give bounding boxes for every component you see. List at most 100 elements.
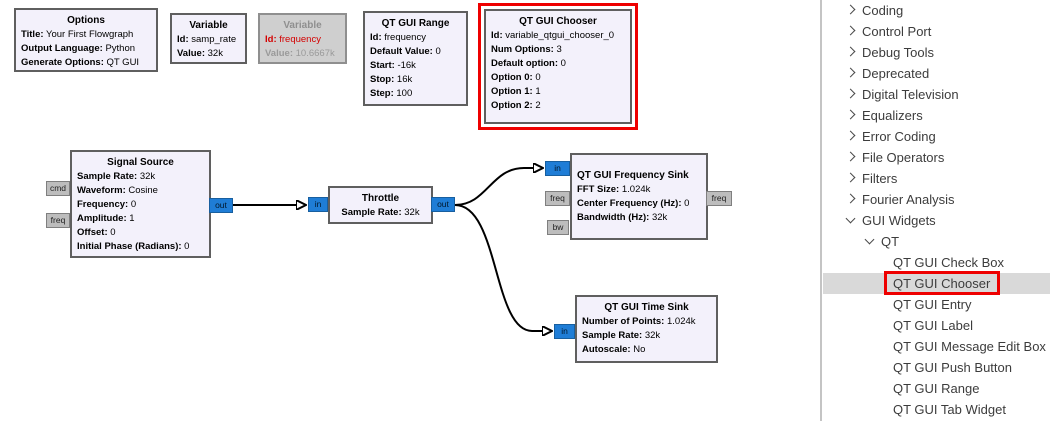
param-start: Start: -16k — [370, 60, 416, 71]
chevron-right-icon[interactable] — [845, 193, 858, 206]
library-item-qt-gui-label[interactable]: QT GUI Label — [823, 315, 1050, 336]
chevron-right-icon[interactable] — [845, 151, 858, 164]
library-item-label: Digital Television — [862, 87, 959, 102]
library-item-gui-widgets[interactable]: GUI Widgets — [823, 210, 1050, 231]
library-item-label: Filters — [862, 171, 898, 186]
block-qtgui-range[interactable]: QT GUI Range Id: frequency Default Value… — [363, 11, 468, 106]
library-item-filters[interactable]: Filters — [823, 168, 1050, 189]
param-autoscale: Autoscale: No — [582, 344, 646, 355]
connection-throttle-to-time-sink[interactable] — [454, 204, 542, 331]
port-throttle-out[interactable]: out — [431, 197, 455, 212]
param-number-of-points: Number of Points: 1.024k — [582, 316, 696, 327]
param-offset: Offset: 0 — [77, 227, 116, 238]
panel-splitter[interactable] — [820, 0, 822, 421]
param-value: Value: 10.6667k — [265, 48, 335, 59]
block-signal-source[interactable]: Signal Source Sample Rate: 32k Waveform:… — [70, 150, 211, 258]
library-item-qt-gui-entry[interactable]: QT GUI Entry — [823, 294, 1050, 315]
param-title: Title: Your First Flowgraph — [21, 29, 134, 40]
library-item-qt-gui-push-button[interactable]: QT GUI Push Button — [823, 357, 1050, 378]
library-item-label: Equalizers — [862, 108, 923, 123]
chevron-down-icon[interactable] — [845, 214, 858, 227]
chevron-right-icon[interactable] — [845, 130, 858, 143]
library-item-label: Deprecated — [862, 66, 930, 81]
library-item-qt-gui-tab-widget[interactable]: QT GUI Tab Widget — [823, 399, 1050, 420]
port-time-sink-in[interactable]: in — [554, 324, 575, 339]
chevron-right-icon[interactable] — [845, 67, 858, 80]
library-item-label: QT GUI Chooser — [893, 276, 991, 291]
block-variable-frequency-disabled[interactable]: Variable Id: frequency Value: 10.6667k — [258, 13, 347, 64]
library-item-control-port[interactable]: Control Port — [823, 21, 1050, 42]
library-item-coding[interactable]: Coding — [823, 0, 1050, 21]
library-item-qt-gui-check-box[interactable]: QT GUI Check Box — [823, 252, 1050, 273]
chevron-right-icon[interactable] — [845, 4, 858, 17]
block-title: QT GUI Range — [381, 18, 450, 29]
block-title: Throttle — [361, 193, 400, 204]
library-item-debug-tools[interactable]: Debug Tools — [823, 42, 1050, 63]
block-throttle[interactable]: Throttle Sample Rate: 32k — [328, 186, 433, 224]
param-initial-phase: Initial Phase (Radians): 0 — [77, 241, 190, 252]
library-item-label: Fourier Analysis — [862, 192, 955, 207]
library-item-label: Error Coding — [862, 129, 936, 144]
param-frequency: Frequency: 0 — [77, 199, 137, 210]
port-frequency-sink-freq-out[interactable]: freq — [706, 191, 732, 206]
library-item-label: GUI Widgets — [862, 213, 936, 228]
library-item-qt-gui-range[interactable]: QT GUI Range — [823, 378, 1050, 399]
param-option-0: Option 0: 0 — [491, 72, 541, 83]
block-qtgui-time-sink[interactable]: QT GUI Time Sink Number of Points: 1.024… — [575, 295, 718, 363]
library-item-label: File Operators — [862, 150, 945, 165]
param-id: Id: frequency — [265, 34, 321, 45]
library-item-label: Debug Tools — [862, 45, 935, 60]
block-title: Options — [67, 15, 105, 26]
library-item-qt[interactable]: QT — [823, 231, 1050, 252]
block-variable-samp-rate[interactable]: Variable Id: samp_rate Value: 32k — [170, 13, 247, 64]
block-title: QT GUI Time Sink — [604, 302, 689, 313]
param-center-frequency: Center Frequency (Hz): 0 — [577, 198, 690, 209]
param-step: Step: 100 — [370, 88, 413, 99]
param-sample-rate: Sample Rate: 32k — [341, 207, 420, 218]
block-title: QT GUI Chooser — [519, 16, 597, 27]
param-id: Id: variable_qtgui_chooser_0 — [491, 30, 615, 41]
chevron-right-icon[interactable] — [845, 109, 858, 122]
port-frequency-sink-bw[interactable]: bw — [547, 220, 569, 235]
library-item-equalizers[interactable]: Equalizers — [823, 105, 1050, 126]
param-id: Id: samp_rate — [177, 34, 237, 45]
library-item-label: QT GUI Message Edit Box — [893, 339, 1046, 354]
chevron-right-icon[interactable] — [845, 88, 858, 101]
param-amplitude: Amplitude: 1 — [77, 213, 135, 224]
port-signal-source-out[interactable]: out — [209, 198, 233, 213]
port-signal-source-cmd[interactable]: cmd — [46, 181, 70, 196]
library-item-label: QT — [881, 234, 900, 249]
library-item-label: QT GUI Entry — [893, 297, 972, 312]
library-item-fourier-analysis[interactable]: Fourier Analysis — [823, 189, 1050, 210]
library-item-error-coding[interactable]: Error Coding — [823, 126, 1050, 147]
param-sample-rate: Sample Rate: 32k — [582, 330, 661, 341]
library-item-qt-gui-chooser[interactable]: QT GUI Chooser — [823, 271, 1050, 295]
chevron-right-icon[interactable] — [845, 172, 858, 185]
library-item-label: QT GUI Push Button — [893, 360, 1012, 375]
block-qtgui-chooser[interactable]: QT GUI Chooser Id: variable_qtgui_choose… — [484, 9, 632, 124]
library-item-label: Control Port — [862, 24, 932, 39]
library-item-label: QT GUI Tab Widget — [893, 402, 1006, 417]
chevron-right-icon[interactable] — [845, 25, 858, 38]
library-item-deprecated[interactable]: Deprecated — [823, 63, 1050, 84]
param-default-value: Default Value: 0 — [370, 46, 441, 57]
connection-throttle-to-frequency-sink[interactable] — [454, 168, 533, 206]
chevron-down-icon[interactable] — [864, 235, 877, 248]
chevron-right-icon[interactable] — [845, 46, 858, 59]
param-sample-rate: Sample Rate: 32k — [77, 171, 156, 182]
port-frequency-sink-freq-in[interactable]: freq — [545, 191, 570, 206]
library-item-file-operators[interactable]: File Operators — [823, 147, 1050, 168]
block-options[interactable]: Options Title: Your First Flowgraph Outp… — [14, 8, 158, 72]
library-item-qt-gui-message-edit-box[interactable]: QT GUI Message Edit Box — [823, 336, 1050, 357]
port-signal-source-freq[interactable]: freq — [46, 213, 70, 228]
block-qtgui-frequency-sink[interactable]: QT GUI Frequency Sink FFT Size: 1.024k C… — [570, 153, 708, 240]
port-throttle-in[interactable]: in — [308, 197, 328, 212]
annotation-box-chooser-block — [478, 3, 638, 130]
param-option-2: Option 2: 2 — [491, 100, 541, 111]
library-item-label: Coding — [862, 3, 904, 18]
port-frequency-sink-in[interactable]: in — [545, 161, 570, 176]
library-item-digital-television[interactable]: Digital Television — [823, 84, 1050, 105]
param-value: Value: 32k — [177, 48, 223, 59]
